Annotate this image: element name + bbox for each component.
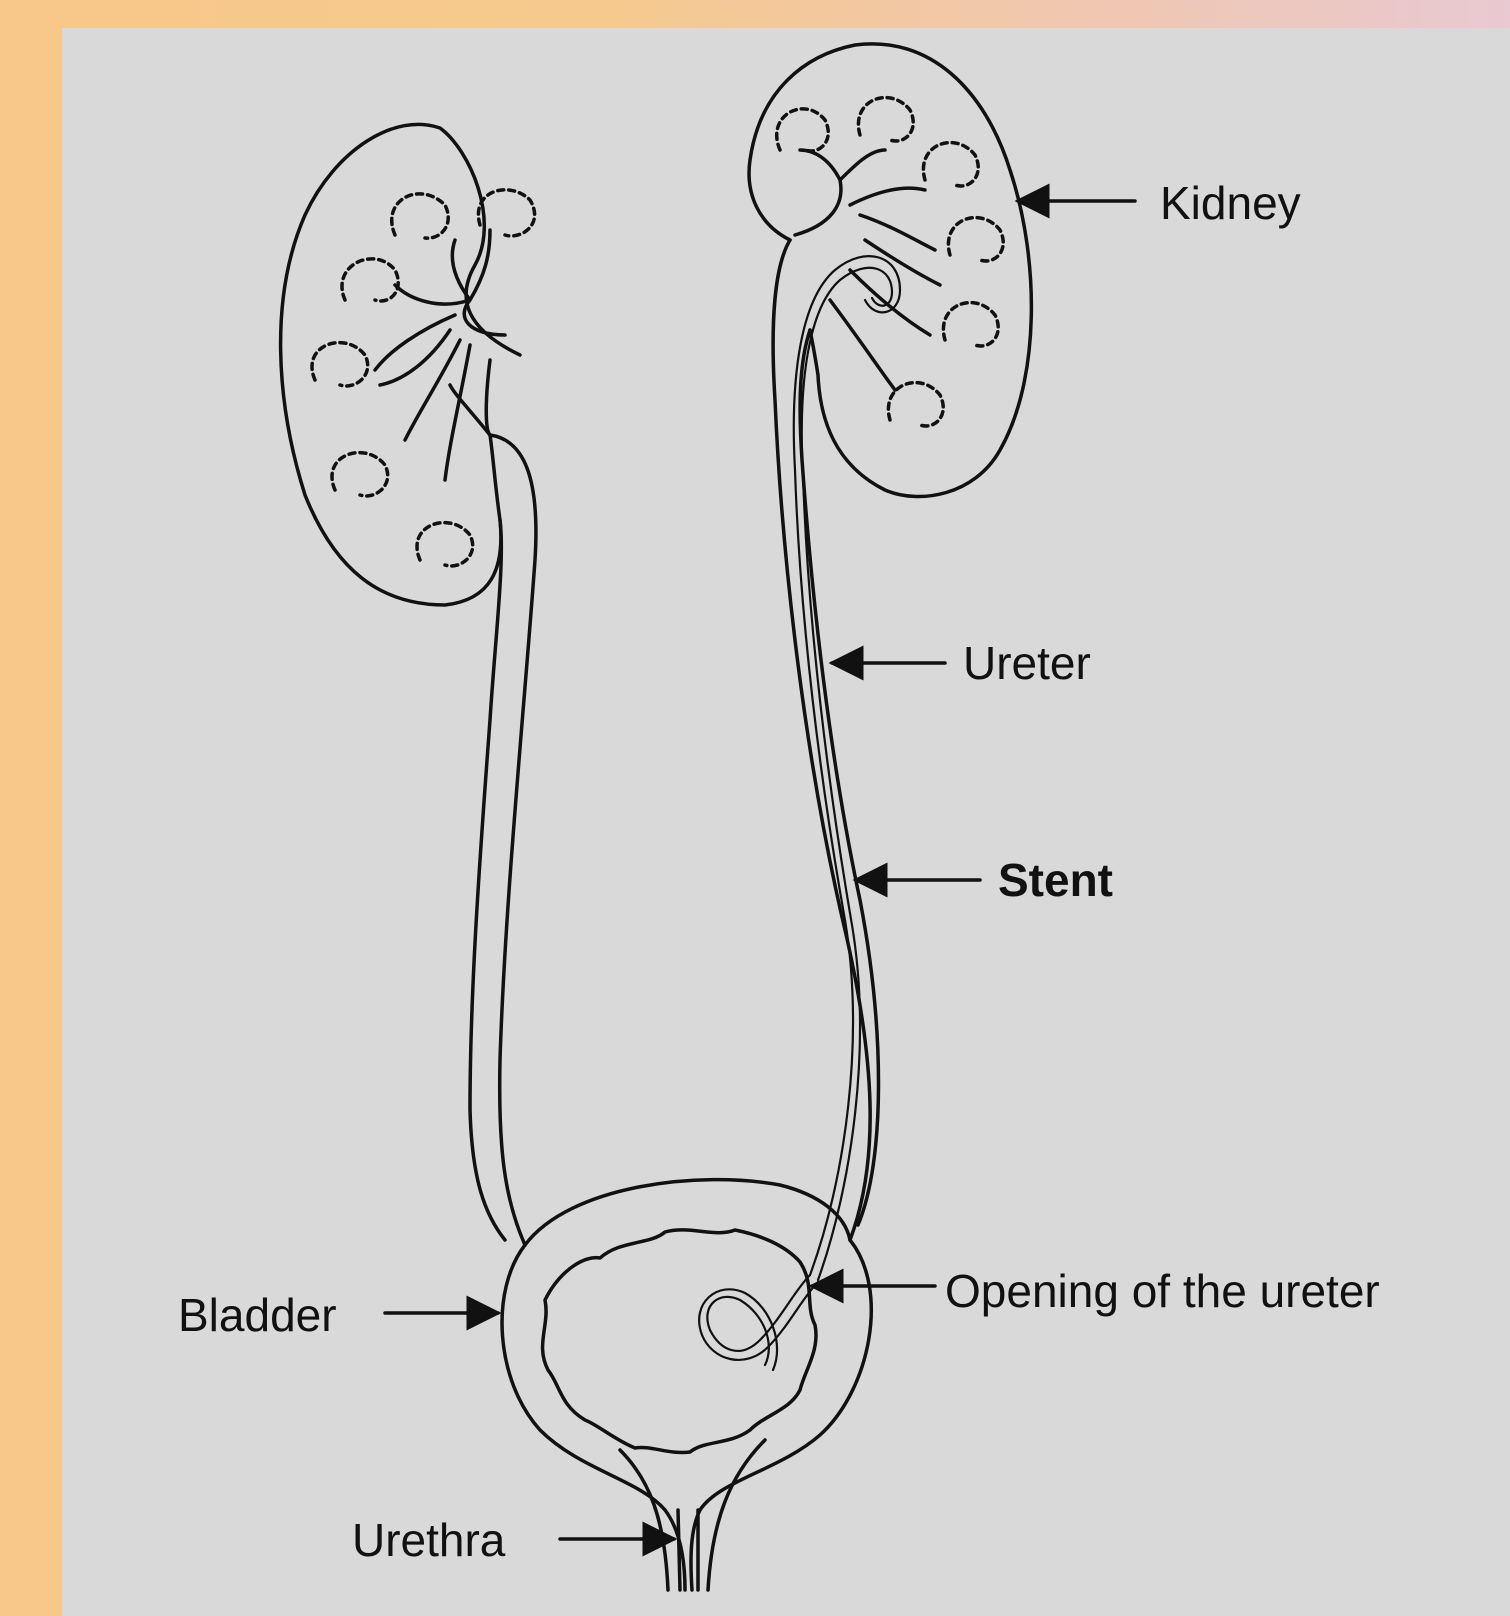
left-calyces: [312, 190, 535, 566]
bladder-inner: [543, 1230, 816, 1453]
right-renal-pelvis: [795, 150, 940, 390]
label-bladder: Bladder: [178, 1292, 337, 1338]
label-stent: Stent: [998, 857, 1113, 903]
left-kidney: [281, 124, 520, 605]
right-calyces: [777, 98, 1004, 426]
stent-line-a: [794, 256, 900, 1275]
right-ureter-inner: [800, 330, 878, 1225]
label-opening-of-the-ureter: Opening of the ureter: [945, 1268, 1380, 1314]
label-kidney: Kidney: [1160, 180, 1301, 226]
label-ureter: Ureter: [963, 640, 1091, 686]
right-ureter-outer: [773, 240, 870, 1240]
stent-bladder-coil: [707, 1275, 810, 1365]
left-ureter-outer: [490, 435, 536, 1245]
label-urethra: Urethra: [352, 1517, 505, 1563]
